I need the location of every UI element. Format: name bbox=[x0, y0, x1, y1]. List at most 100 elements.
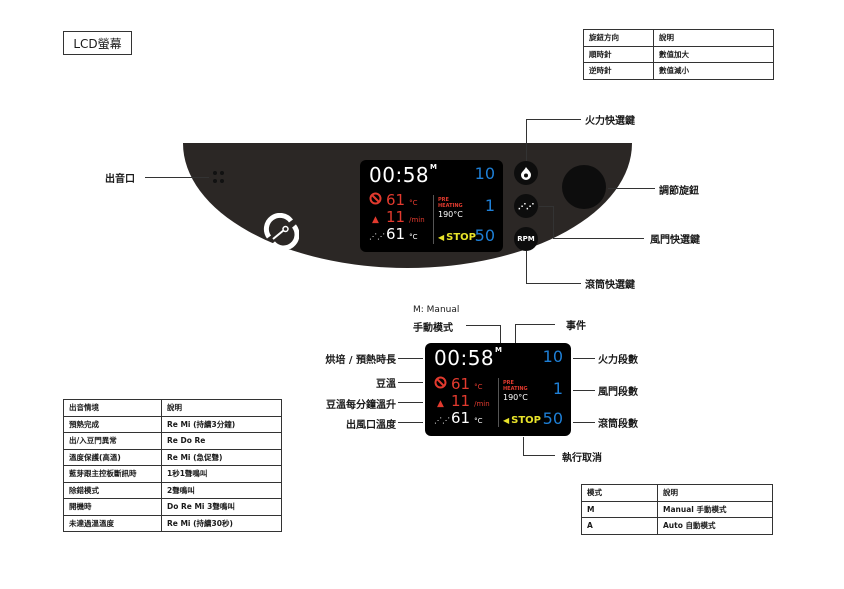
preheat-temp: 190°C bbox=[503, 393, 528, 402]
callout-line bbox=[573, 390, 595, 391]
table-header-cell: 說明 bbox=[657, 484, 773, 502]
preheating-label-line2: HEATING bbox=[503, 386, 528, 392]
table-cell: 2聲鳴叫 bbox=[161, 481, 282, 499]
bean-temp-row: 61 °C bbox=[369, 191, 417, 209]
callout-time: 烘培 / 預熱時長 bbox=[325, 355, 396, 366]
table-cell: 溫度保護(高溫) bbox=[63, 448, 162, 466]
callout-bean-temp: 豆溫 bbox=[376, 379, 396, 390]
callout-knob: 調節旋鈕 bbox=[659, 186, 699, 197]
callout-line bbox=[573, 358, 595, 359]
callout-fire-button: 火力快選鍵 bbox=[585, 116, 635, 127]
callout-line bbox=[553, 206, 554, 238]
flame-icon bbox=[521, 167, 531, 180]
ror-row: ▲ 11 /min bbox=[369, 208, 425, 226]
stop-arrow-icon: ◀ bbox=[438, 233, 445, 242]
table-cell: Manual 手動模式 bbox=[657, 500, 773, 518]
ror-unit: /min bbox=[409, 216, 425, 224]
bean-temp-value: 61 bbox=[386, 191, 406, 209]
air-quick-button[interactable]: ⋰⋰ bbox=[514, 194, 538, 218]
air-level-value: 1 bbox=[552, 379, 563, 398]
ror-value: 11 bbox=[451, 392, 471, 410]
callout-cancel: 執行取消 bbox=[562, 453, 602, 464]
callout-line bbox=[526, 283, 581, 284]
fire-level-value: 10 bbox=[474, 164, 495, 183]
table-header-cell: 說明 bbox=[161, 399, 282, 417]
callout-drum-button: 滾筒快選鍵 bbox=[585, 280, 635, 291]
airflow-icon: ⋰⋰ bbox=[434, 416, 450, 425]
callout-line bbox=[515, 324, 555, 325]
callout-line bbox=[608, 188, 655, 189]
callout-line bbox=[500, 325, 501, 343]
exhaust-temp-value: 61 bbox=[451, 409, 471, 427]
table-cell: Re Mi (持續3分鐘) bbox=[161, 415, 282, 433]
bean-icon bbox=[434, 376, 447, 389]
table-header-row: 旋鈕方向 說明 bbox=[583, 29, 774, 47]
adjustment-knob[interactable] bbox=[562, 165, 606, 209]
bean-temp-value: 61 bbox=[451, 375, 471, 393]
callout-line bbox=[526, 119, 581, 120]
callout-line bbox=[523, 455, 555, 456]
table-cell: 1秒1聲鳴叫 bbox=[161, 465, 282, 483]
callout-exhaust: 出風口溫度 bbox=[346, 420, 396, 431]
drum-level-value: 50 bbox=[474, 226, 495, 245]
roast-time: 00:58 bbox=[369, 163, 430, 187]
exhaust-temp-unit: °C bbox=[409, 233, 418, 241]
brand-logo-icon bbox=[263, 213, 299, 249]
bean-temp-unit: °C bbox=[409, 199, 418, 207]
knob-direction-table: 旋鈕方向 說明 順時針 數值加大 逆時針 數值減小 bbox=[583, 29, 774, 80]
stop-label: STOP bbox=[511, 415, 542, 426]
drum-quick-button[interactable]: RPM bbox=[514, 227, 538, 251]
callout-event: 事件 bbox=[566, 321, 586, 332]
callout-line bbox=[145, 177, 209, 178]
callout-line bbox=[398, 382, 423, 383]
table-cell: Re Mi (持續30秒) bbox=[161, 514, 282, 532]
table-row: 溫度保護(高溫)Re Mi (急促聲) bbox=[63, 448, 282, 466]
preheating-label-line2: HEATING bbox=[438, 203, 463, 209]
preheat-temp: 190°C bbox=[438, 210, 463, 219]
callout-line bbox=[523, 437, 524, 455]
table-cell: 數值減小 bbox=[653, 62, 774, 80]
ror-up-arrow-icon: ▲ bbox=[437, 399, 444, 409]
callout-line bbox=[553, 238, 644, 239]
stop-indicator: ◀STOP bbox=[438, 232, 476, 243]
callout-air: 風門段數 bbox=[598, 387, 638, 398]
exhaust-temp-unit: °C bbox=[474, 417, 483, 425]
air-level-value: 1 bbox=[484, 196, 495, 215]
table-cell: Do Re Mi 3聲鳴叫 bbox=[161, 498, 282, 516]
table-header-cell: 旋鈕方向 bbox=[583, 29, 654, 47]
exhaust-temp-row: ⋰⋰ 61 °C bbox=[369, 225, 417, 243]
stop-indicator: ◀STOP bbox=[503, 415, 541, 426]
callout-mode-line1: M: Manual bbox=[413, 305, 460, 315]
exhaust-temp-row: ⋰⋰ 61 °C bbox=[434, 409, 482, 427]
table-cell: 藍芽跟主控板斷訊時 bbox=[63, 465, 162, 483]
mode-indicator: M bbox=[495, 346, 502, 354]
callout-line bbox=[573, 422, 595, 423]
ror-up-arrow-icon: ▲ bbox=[372, 215, 379, 225]
screen-divider bbox=[498, 378, 499, 427]
callout-air-button: 風門快選鍵 bbox=[650, 235, 700, 246]
callout-ror: 豆溫每分鐘溫升 bbox=[326, 400, 396, 411]
callout-line bbox=[398, 422, 423, 423]
table-cell: Re Mi (急促聲) bbox=[161, 448, 282, 466]
airflow-icon: ⋰⋰ bbox=[369, 232, 385, 241]
table-header-cell: 出音情境 bbox=[63, 399, 162, 417]
callout-line bbox=[526, 251, 527, 283]
bean-temp-row: 61 °C bbox=[434, 375, 482, 393]
callout-line bbox=[515, 324, 516, 343]
bean-temp-unit: °C bbox=[474, 383, 483, 391]
table-cell: 出/入豆門異常 bbox=[63, 432, 162, 450]
ror-value: 11 bbox=[386, 208, 406, 226]
callout-speaker: 出音口 bbox=[105, 174, 135, 185]
fire-quick-button[interactable] bbox=[514, 161, 538, 185]
table-header-cell: 模式 bbox=[581, 484, 658, 502]
ror-row: ▲ 11 /min bbox=[434, 392, 490, 410]
